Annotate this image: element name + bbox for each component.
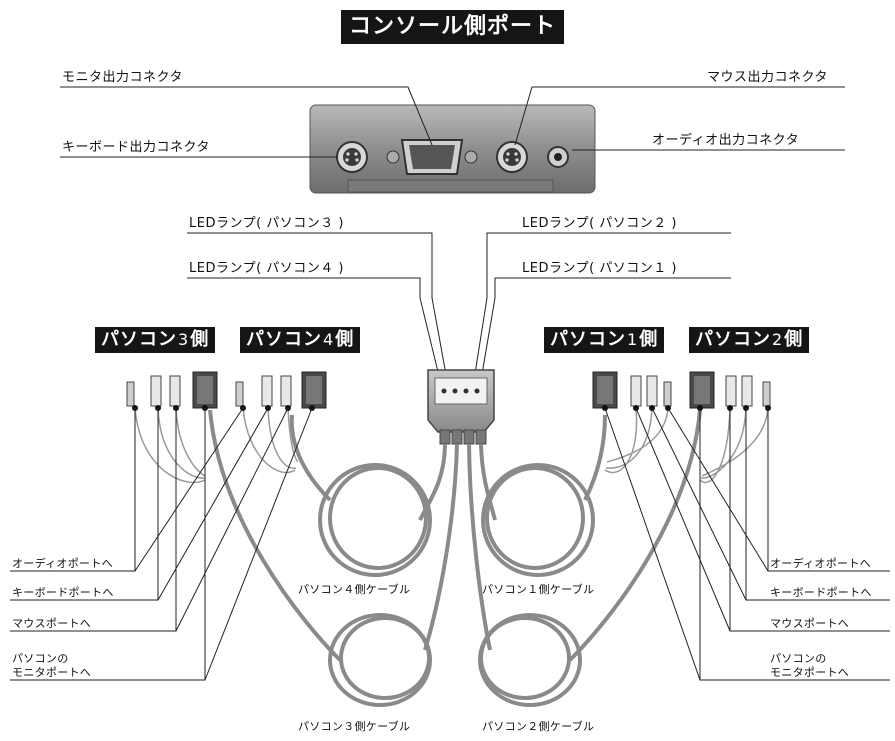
connector-dots [132, 405, 771, 411]
monitor-out-label: モニタ出力コネクタ [62, 70, 183, 85]
right-audio-port-label: オーディオポートへ [770, 557, 871, 570]
pc4-tag: パソコン4側 [240, 327, 361, 353]
pc2-tag: パソコン2側 [689, 327, 810, 353]
pc2-connectors [689, 371, 771, 409]
vga-port [386, 139, 478, 175]
console-leader-lines [60, 86, 845, 158]
pc4-connectors [235, 371, 327, 409]
port-leaders-right [604, 407, 890, 681]
right-monitor-port-label-1: パソコンの [770, 652, 827, 665]
pc1-connectors [592, 371, 672, 409]
led-pc2-label: LEDランプ( パソコン２ ) [522, 216, 677, 231]
audio-jack [547, 146, 569, 168]
console-device [309, 104, 596, 194]
left-monitor-port-label-1: パソコンの [12, 652, 69, 665]
right-mouse-port-label: マウスポートへ [770, 617, 850, 630]
left-monitor-port-label-2: モニタポートへ [12, 666, 92, 679]
left-keyboard-port-label: キーボードポートへ [12, 586, 114, 599]
pc3-cable-label: パソコン３側ケーブル [298, 720, 411, 733]
left-audio-port-label: オーディオポートへ [12, 557, 113, 570]
pc1-cable-label: パソコン１側ケーブル [482, 583, 595, 596]
led-pc3-label: LEDランプ( パソコン３ ) [189, 216, 344, 231]
mouse-out-label: マウス出力コネクタ [707, 70, 828, 85]
led-pc1-label: LEDランプ( パソコン１ ) [522, 261, 677, 276]
pc3-connectors [126, 371, 218, 409]
thin-wires-left [134, 407, 299, 484]
audio-out-label: オーディオ出力コネクタ [652, 133, 800, 148]
led-pc4-label: LEDランプ( パソコン４ ) [189, 261, 344, 276]
port-leaders-left [10, 407, 313, 681]
console-port-title: コンソール側ポート [341, 10, 565, 44]
mouse-ps2-port [496, 141, 528, 173]
cable-hub [427, 369, 495, 445]
right-monitor-port-label-2: モニタポートへ [770, 666, 850, 679]
left-mouse-port-label: マウスポートへ [12, 617, 92, 630]
pc3-tag: パソコン3側 [95, 327, 216, 353]
keyboard-ps2-port [336, 141, 368, 173]
right-keyboard-port-label: キーボードポートへ [770, 586, 872, 599]
led-leader-lines [187, 232, 731, 381]
pc2-cable-label: パソコン２側ケーブル [482, 720, 595, 733]
cables [208, 409, 702, 707]
pc4-cable-label: パソコン４側ケーブル [298, 583, 411, 596]
pc1-tag: パソコン1側 [544, 327, 665, 353]
thin-wires-right [604, 407, 769, 484]
keyboard-out-label: キーボード出力コネクタ [62, 140, 210, 155]
